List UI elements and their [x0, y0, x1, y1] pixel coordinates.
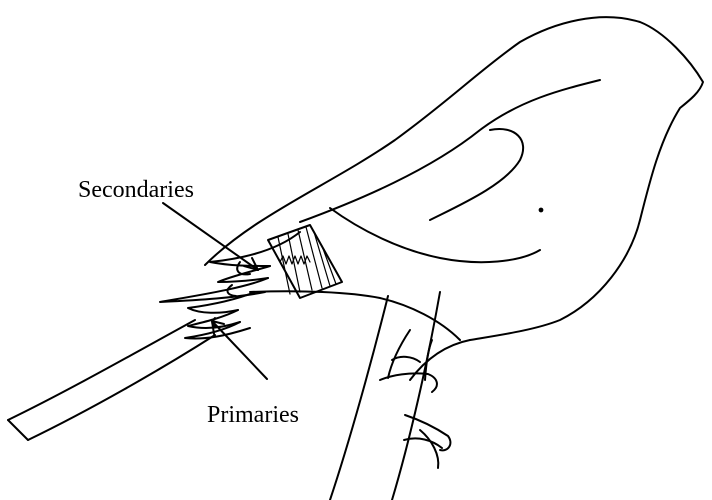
hatched-wing-patch: [268, 225, 342, 298]
eye-dot: [540, 209, 543, 212]
primaries-arrow: [212, 321, 267, 379]
wing-covert-line: [330, 208, 540, 262]
primaries-label: Primaries: [207, 403, 299, 427]
lower-wing-edge: [250, 291, 460, 340]
secondaries-label: Secondaries: [78, 178, 194, 202]
upper-wing-edge: [300, 80, 600, 222]
perch-branch: [330, 292, 440, 500]
legs-and-feet: [380, 330, 450, 468]
tail: [8, 320, 215, 440]
wing-shoulder-curve: [430, 129, 523, 220]
